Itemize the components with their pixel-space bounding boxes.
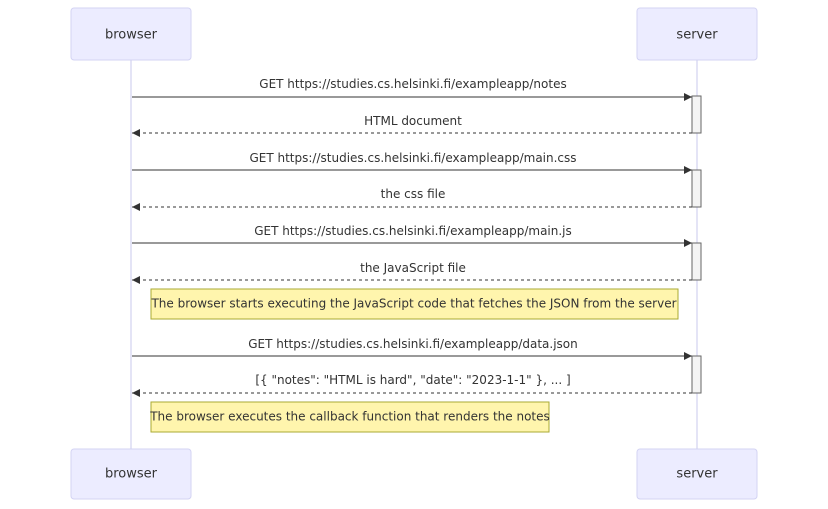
message-label: GET https://studies.cs.helsinki.fi/examp… bbox=[254, 224, 572, 238]
actor-label: browser bbox=[105, 467, 158, 482]
activation-bar bbox=[691, 242, 702, 281]
actor-bottom-server: server bbox=[636, 448, 758, 500]
message-get-main-js: GET https://studies.cs.helsinki.fi/examp… bbox=[132, 224, 692, 247]
actor-top-browser: browser bbox=[70, 7, 192, 61]
actor-bottom-browser: browser bbox=[70, 448, 192, 500]
actor-label: server bbox=[676, 467, 718, 482]
message-label: HTML document bbox=[364, 114, 462, 128]
message-get-data-json: GET https://studies.cs.helsinki.fi/examp… bbox=[132, 337, 692, 360]
message-get-notes: GET https://studies.cs.helsinki.fi/examp… bbox=[132, 77, 692, 101]
message-label: the JavaScript file bbox=[360, 261, 466, 275]
note-text: The browser starts executing the JavaScr… bbox=[150, 297, 676, 311]
actor-label: server bbox=[676, 28, 718, 43]
message-label: GET https://studies.cs.helsinki.fi/examp… bbox=[259, 77, 566, 91]
message-label: [{ "notes": "HTML is hard", "date": "202… bbox=[255, 373, 570, 387]
message-css-file: the css file bbox=[132, 187, 692, 211]
message-json-response: [{ "notes": "HTML is hard", "date": "202… bbox=[132, 373, 692, 397]
message-javascript-file: the JavaScript file bbox=[132, 261, 692, 284]
actor-label: browser bbox=[105, 28, 158, 43]
message-label: the css file bbox=[381, 187, 446, 201]
message-label: GET https://studies.cs.helsinki.fi/examp… bbox=[249, 151, 576, 165]
activation-bar bbox=[691, 169, 702, 208]
message-get-main-css: GET https://studies.cs.helsinki.fi/examp… bbox=[132, 151, 692, 174]
actor-top-server: server bbox=[636, 7, 758, 61]
activation-bar bbox=[691, 95, 702, 134]
note-callback-renders-notes: The browser executes the callback functi… bbox=[149, 401, 550, 433]
note-starts-executing-js: The browser starts executing the JavaScr… bbox=[150, 288, 679, 320]
activation-bar bbox=[691, 355, 702, 394]
note-text: The browser executes the callback functi… bbox=[149, 410, 550, 424]
message-label: GET https://studies.cs.helsinki.fi/examp… bbox=[248, 337, 578, 351]
message-html-document: HTML document bbox=[132, 114, 692, 137]
